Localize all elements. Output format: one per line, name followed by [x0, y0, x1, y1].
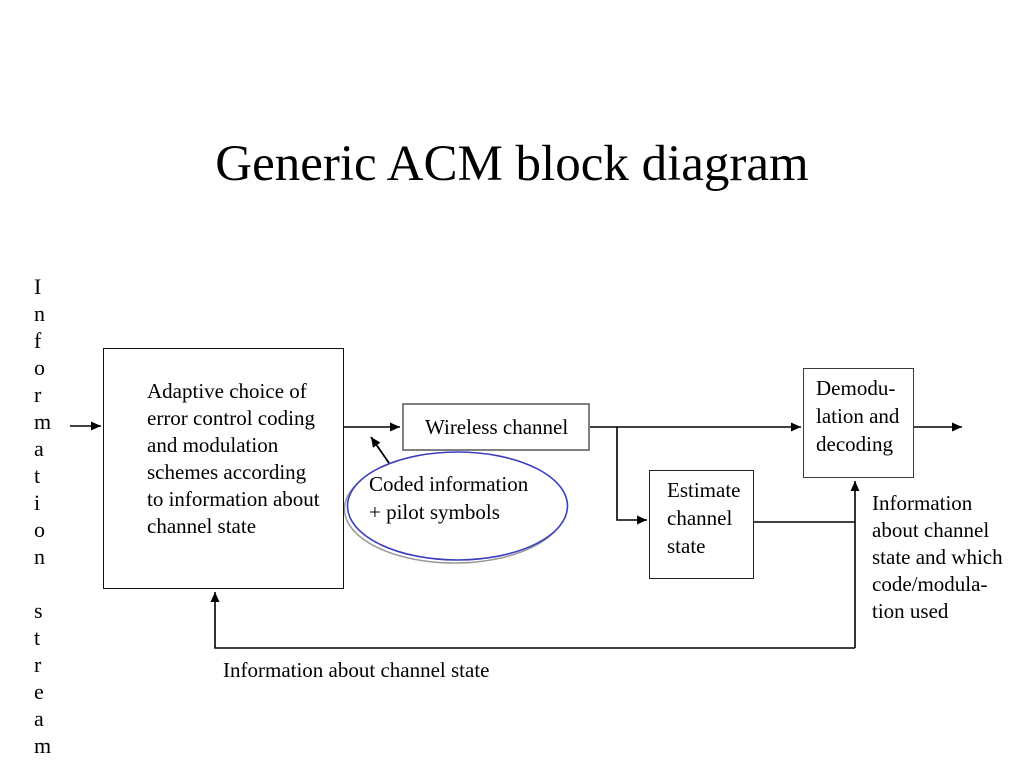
callout-ellipse: [346, 451, 569, 561]
wireless-channel-label: Wireless channel: [425, 414, 569, 439]
estimate-channel-state-block: Estimate channel state: [649, 470, 754, 579]
callout-arrow: [370, 436, 390, 464]
branch-to-estimate-arrow: [616, 427, 647, 525]
demodulation-decoding-block: Demodu- lation and decoding: [803, 368, 914, 478]
slide-title: Generic ACM block diagram: [215, 136, 809, 192]
adaptive-coding-block: Adaptive choice of error control coding …: [103, 348, 344, 589]
demodulation-decoding-label: Demodu- lation and decoding: [816, 376, 900, 456]
coded-info-pilot-label: Coded information + pilot symbols: [369, 472, 529, 524]
channel-state-feedback-label: Information about channel state: [223, 658, 490, 682]
wireless-channel-block: Wireless channel: [402, 403, 590, 451]
adaptive-coding-label: Adaptive choice of error control coding …: [147, 379, 320, 538]
feedback-info-label: Information about channel state and whic…: [872, 491, 1003, 623]
estimate-channel-state-label: Estimate channel state: [667, 478, 741, 558]
feedback-line-arrow: [210, 592, 855, 649]
